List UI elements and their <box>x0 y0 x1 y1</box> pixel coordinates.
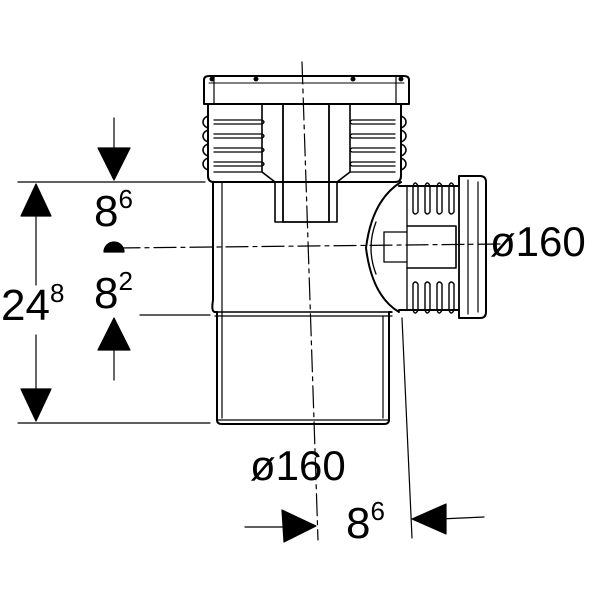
dimension-labels: 86 82 248 ø160 ø160 86 <box>1 184 586 548</box>
lower-height-label: 82 <box>94 266 133 318</box>
upper-ribbed-body <box>202 103 407 223</box>
upper-height-label: 86 <box>94 184 133 236</box>
centre-lines <box>117 61 501 541</box>
total-height-label: 248 <box>1 278 64 330</box>
dimension-arrows <box>20 117 447 543</box>
main-diameter-label: ø160 <box>250 442 346 489</box>
branch-outlet <box>365 175 487 319</box>
top-socket <box>203 75 410 105</box>
extension-lines <box>17 181 485 539</box>
branch-offset-label: 86 <box>346 496 385 548</box>
side-diameter-label: ø160 <box>490 218 586 265</box>
main-pipe-body <box>211 181 393 425</box>
